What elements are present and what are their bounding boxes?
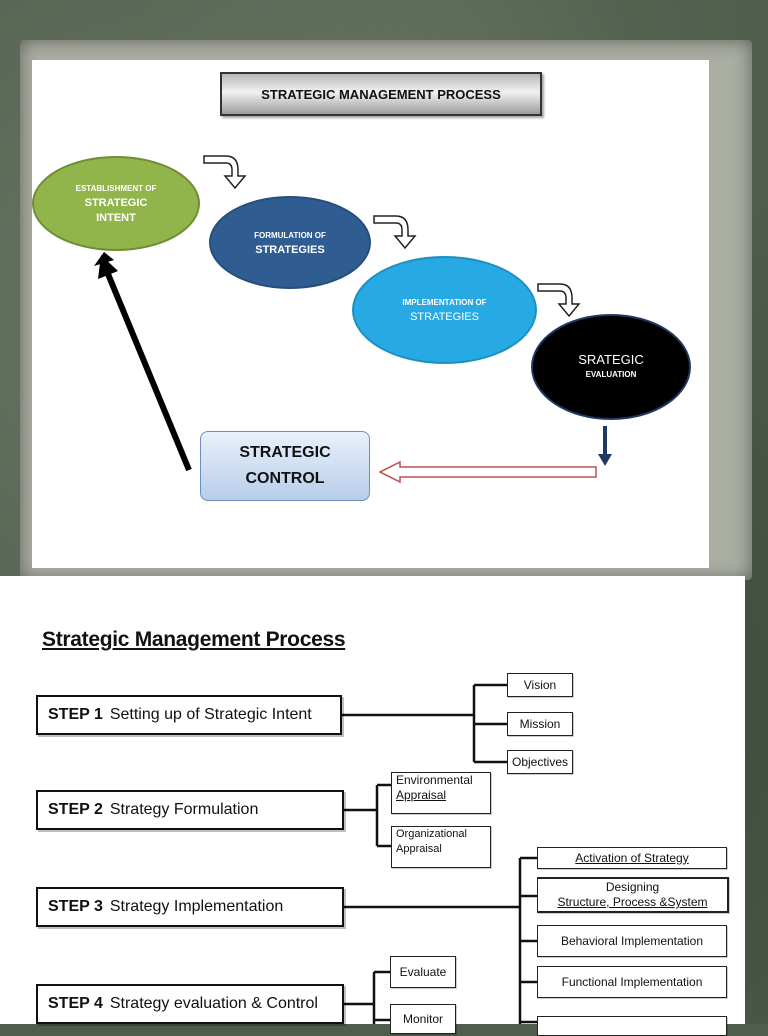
step-number: STEP 3 (48, 898, 103, 915)
leaf-text: Activation of Strategy (575, 850, 689, 865)
stage-label-line: IMPLEMENTATION OF (402, 298, 487, 307)
leaf-text: Monitor (402, 1011, 443, 1026)
step-number: STEP 2 (48, 801, 103, 818)
step-number: STEP 4 (48, 995, 103, 1012)
feedback-arrow-icon (94, 252, 192, 472)
step-text: Strategy evaluation & Control (109, 995, 318, 1012)
leaf-text: Vision (523, 677, 557, 692)
leaf-text: Organizational (396, 828, 467, 840)
leaf-text: Objectives (511, 754, 569, 769)
step-3-box: STEP 3 Strategy Implementation (36, 887, 344, 927)
leaf-text: Appraisal (396, 843, 442, 855)
stage-label-line: STRATEGIES (410, 311, 479, 323)
step-1-box: STEP 1 Setting up of Strategic Intent (36, 695, 342, 735)
left-arrow-icon (378, 460, 597, 484)
slide1-title: STRATEGIC MANAGEMENT PROCESS (220, 72, 542, 116)
control-label-line: CONTROL (245, 470, 325, 487)
stage-label-line: ESTABLISHMENT OF (75, 184, 157, 193)
leaf-text: Structure, Process &System (557, 895, 708, 909)
slide-strategic-process-cycle: STRATEGIC MANAGEMENT PROCESS (32, 60, 709, 568)
leaf-objectives: Objectives (507, 750, 573, 774)
leaf-text: Functional Implementation (561, 974, 703, 989)
leaf-evaluate: Evaluate (390, 956, 456, 988)
stage-label-line: INTENT (96, 212, 136, 224)
stage-label-line: STRATEGIC (84, 197, 148, 209)
stage-label-line: EVALUATION (585, 370, 637, 379)
leaf-mission: Mission (507, 712, 573, 736)
control-label-line: STRATEGIC (239, 444, 331, 461)
leaf-text: Evaluate (399, 964, 447, 979)
flow-arrows (94, 155, 612, 484)
step-text: Strategy Implementation (109, 898, 284, 915)
step-2-box: STEP 2 Strategy Formulation (36, 790, 344, 830)
slide-strategic-process-steps: Strategic Management Process (0, 576, 745, 1036)
leaf-activation-of-strategy: Activation of Strategy (537, 847, 727, 869)
down-arrow-icon (598, 426, 612, 466)
leaf-vision: Vision (507, 673, 573, 697)
stage-implementation-of-strategies: IMPLEMENTATION OF STRATEGIES (352, 256, 537, 364)
curved-arrow-icon (537, 283, 581, 318)
leaf-step3-cutoff (537, 1016, 727, 1036)
curved-arrow-icon (373, 215, 417, 250)
step-4-box: STEP 4 Strategy evaluation & Control (36, 984, 344, 1024)
leaf-environmental-appraisal: Environmental Appraisal (391, 772, 491, 814)
leaf-functional-implementation: Functional Implementation (537, 966, 727, 998)
stage-strategic-evaluation: SRATEGIC EVALUATION (531, 314, 691, 420)
tree-connectors (341, 683, 537, 1024)
leaf-designing-structure: Designing Structure, Process &System (537, 877, 729, 913)
leaf-organizational-appraisal: Organizational Appraisal (391, 826, 491, 868)
leaf-monitor: Monitor (390, 1004, 456, 1034)
stage-label-line: SRATEGIC (578, 352, 644, 367)
leaf-text: Mission (519, 716, 561, 731)
leaf-text: Appraisal (396, 788, 447, 802)
slide2-title: Strategic Management Process (42, 628, 346, 651)
step-text: Strategy Formulation (109, 801, 259, 818)
curved-arrow-icon (203, 155, 247, 190)
leaf-text: Designing (605, 880, 660, 894)
stage-label-line: FORMULATION OF (254, 230, 326, 240)
strategic-control-box: STRATEGIC CONTROL (200, 431, 370, 501)
leaf-text: Behavioral Implementation (560, 933, 704, 948)
stage-label-line: STRATEGIES (255, 243, 325, 256)
leaf-text: Environmental (396, 773, 473, 787)
step-number: STEP 1 (48, 706, 103, 723)
step-text: Setting up of Strategic Intent (109, 706, 312, 723)
stage-establishment-of-strategic-intent: ESTABLISHMENT OF STRATEGIC INTENT (32, 156, 200, 251)
leaf-behavioral-implementation: Behavioral Implementation (537, 925, 727, 957)
stage-formulation-of-strategies: FORMULATION OF STRATEGIES (209, 196, 371, 289)
